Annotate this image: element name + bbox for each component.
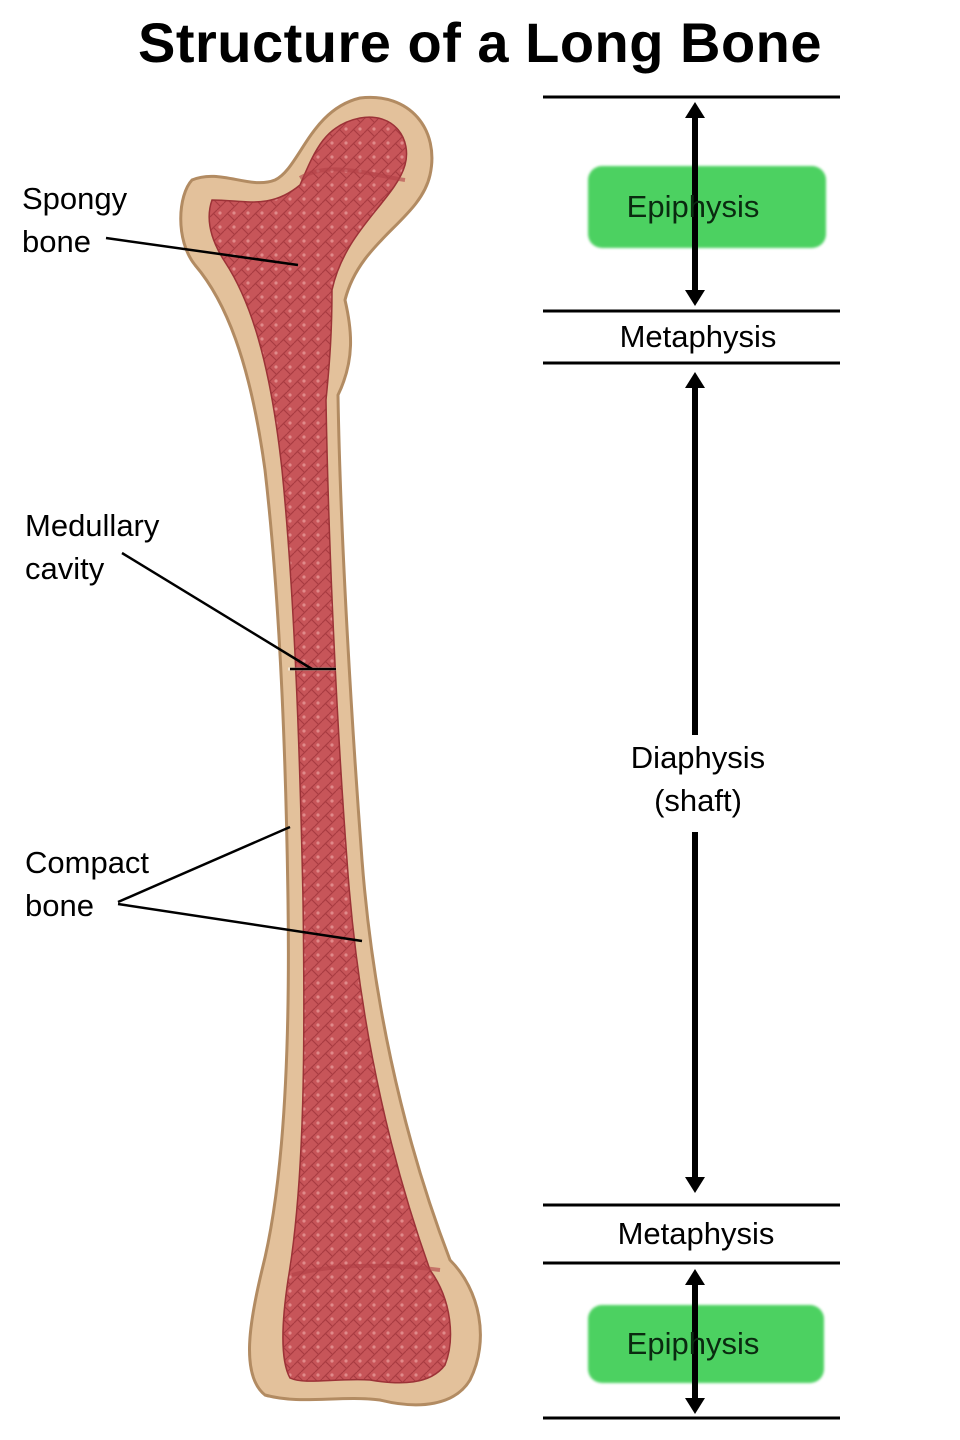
diaphysis-arrowhead-down	[685, 1177, 705, 1193]
epiphysis-bottom-label: Epiphysis	[626, 1326, 760, 1361]
growth-line-bottom	[291, 1263, 441, 1277]
growth-line-top	[298, 167, 406, 182]
metaphysis-top-label: Metaphysis	[619, 319, 777, 354]
diaphysis-label-line1: Diaphysis	[630, 740, 766, 775]
epiphysis-top-highlight	[588, 166, 826, 248]
epiphysis-bottom-arrowhead-down	[685, 1398, 705, 1414]
compact-bone-leader-1	[117, 825, 291, 904]
epiphysis-top-arrowhead-up	[685, 102, 705, 118]
medullary-cavity-label-line1: Medullary	[25, 508, 160, 543]
metaphysis-bottom-label: Metaphysis	[617, 1216, 775, 1251]
diagram-title: Structure of a Long Bone	[138, 11, 822, 74]
spongy-bone-label-line1: Spongy	[22, 181, 128, 216]
epiphysis-bottom-highlight	[588, 1305, 824, 1383]
bone-inner-marrow	[208, 116, 452, 1384]
epiphysis-bottom-arrowhead-up	[685, 1269, 705, 1285]
compact-bone-label-line1: Compact	[25, 845, 150, 880]
spongy-bone-leader	[105, 236, 299, 267]
diaphysis-arrowhead-up	[685, 372, 705, 388]
medullary-cavity-leader	[121, 551, 313, 671]
spongy-bone-label-line2: bone	[22, 224, 91, 259]
diaphysis-label-line2: (shaft)	[654, 783, 742, 818]
epiphysis-top-arrowhead-down	[685, 290, 705, 306]
compact-bone-label-line2: bone	[25, 888, 94, 923]
compact-bone-leader-2	[117, 902, 363, 943]
medullary-cavity-label-line2: cavity	[25, 551, 105, 586]
epiphysis-top-label: Epiphysis	[626, 189, 760, 224]
